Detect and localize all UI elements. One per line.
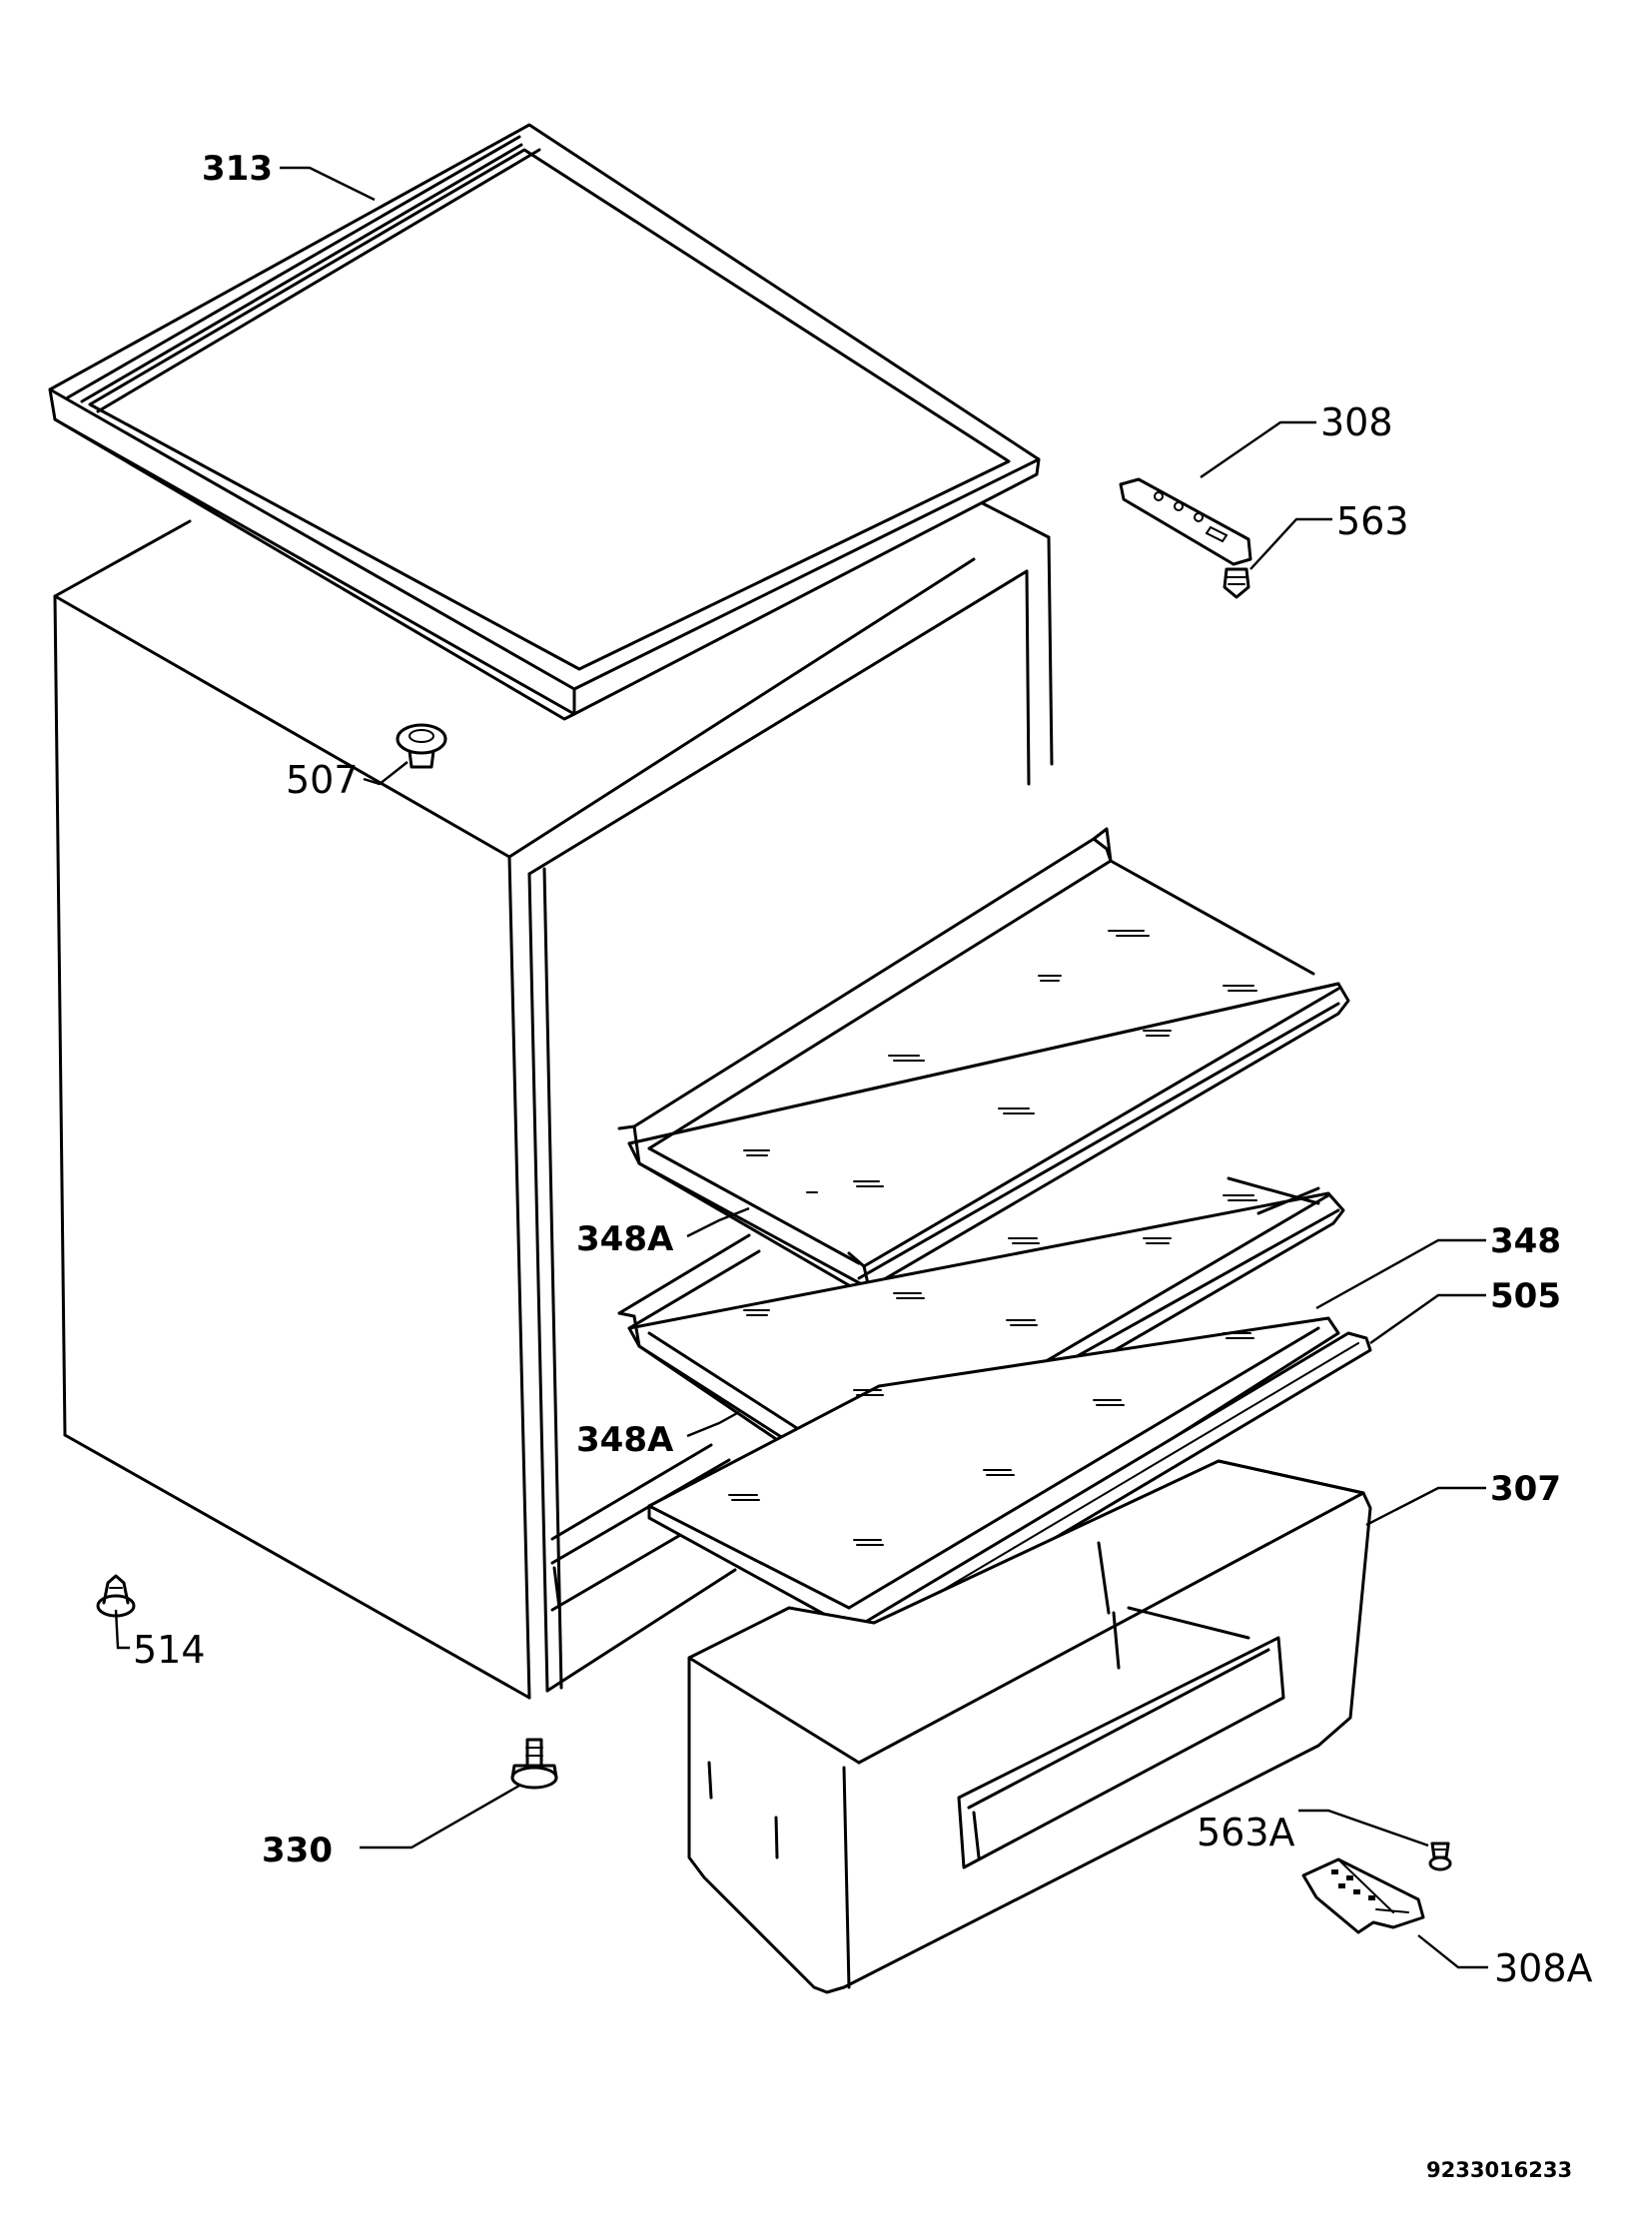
- label-308A: 308A: [1494, 1946, 1593, 1990]
- screw-563A: [1428, 1842, 1452, 1871]
- glass-shelf-upper-348A: [617, 827, 1350, 1290]
- cabinet-body: [53, 494, 1054, 1700]
- label-308: 308: [1320, 400, 1393, 444]
- part-labels: 313 308 563 507 348A 348A 348 505 307 51…: [133, 149, 1593, 2182]
- crisper-drawer-307: [687, 1459, 1372, 1994]
- label-348: 348: [1490, 1221, 1561, 1261]
- hinge-308: [1119, 477, 1252, 566]
- foot-screw-330: [510, 1738, 558, 1790]
- label-563: 563: [1336, 499, 1409, 543]
- top-cover-313: [48, 123, 1041, 721]
- label-507: 507: [286, 758, 359, 802]
- hinge-308A: [1301, 1857, 1425, 1934]
- leader-lines: [114, 166, 1488, 1969]
- label-348A-lower: 348A: [576, 1420, 674, 1460]
- label-307: 307: [1490, 1469, 1561, 1509]
- label-563A: 563A: [1197, 1811, 1295, 1854]
- plug-507: [396, 723, 447, 769]
- glass-hatch-marks: [728, 930, 1257, 1546]
- document-number: 9233016233: [1426, 2158, 1572, 2182]
- label-330: 330: [262, 1831, 333, 1870]
- label-348A-upper: 348A: [576, 1219, 674, 1259]
- label-313: 313: [202, 149, 273, 189]
- screw-563: [1223, 567, 1250, 599]
- label-514: 514: [133, 1628, 206, 1672]
- label-505: 505: [1490, 1276, 1561, 1316]
